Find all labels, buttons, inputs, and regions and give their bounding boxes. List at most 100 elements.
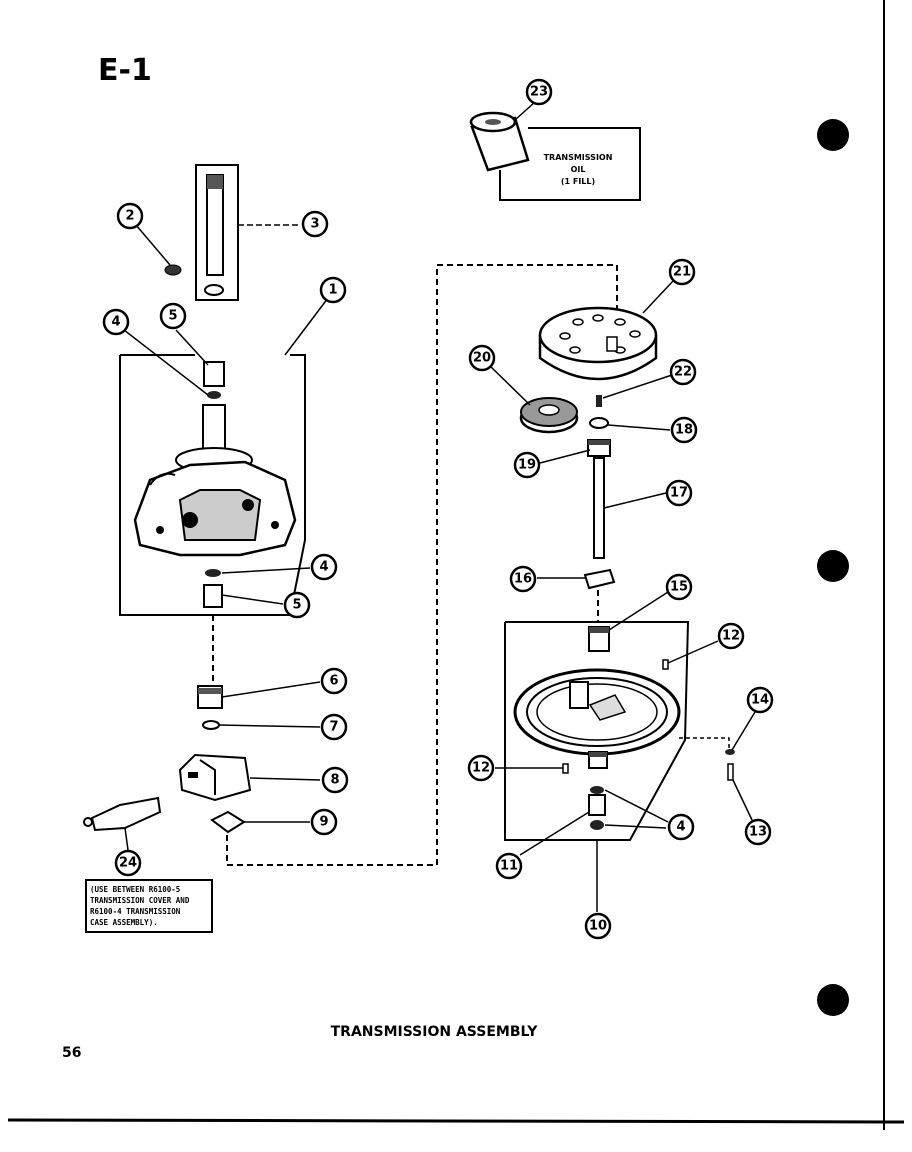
leader-5-top [175,329,209,366]
svg-text:19: 19 [518,458,536,473]
callout-4-top: 4 [102,308,130,336]
svg-text:6: 6 [329,674,338,689]
callout-15: 15 [665,573,693,601]
part-3-washer [204,284,224,296]
part-21-gear-plate [538,306,658,381]
part-13-screw [727,763,734,781]
callout-7: 7 [320,713,348,741]
part-1-transmission-case [133,404,297,557]
svg-text:1: 1 [328,283,337,298]
oil-line-1: TRANSMISSION [544,153,613,162]
note-line-3: R6100-4 TRANSMISSION [90,907,181,916]
leader-18 [607,424,671,431]
callout-5-bottom: 5 [283,591,311,619]
note-line-4: CASE ASSEMBLY). [90,918,158,927]
callout-18: 18 [670,416,698,444]
part-11-bushing [588,794,606,816]
leader-12-upper [667,640,719,664]
callout-3: 3 [301,210,329,238]
callout-9: 9 [310,808,338,836]
leader-17 [603,492,667,509]
part-7-washer [202,720,220,730]
callout-1: 1 [319,276,347,304]
callout-23: 23 [525,78,553,106]
part-4-ring-upper-right [590,786,604,794]
leader-24 [124,827,129,851]
callout-14: 14 [746,686,774,714]
svg-text:11: 11 [500,859,518,874]
part-24-grease-tube [83,796,162,832]
svg-text:21: 21 [673,265,691,280]
part-10-transmission-cover [513,668,681,769]
svg-text:20: 20 [473,351,491,366]
part-8-block [178,753,252,802]
part-16-block [583,568,616,590]
part-10-box [504,621,690,841]
leader-15 [608,591,669,631]
callout-17: 17 [665,479,693,507]
part-5-bearing-bottom [203,584,223,608]
part-2-ring [164,264,182,276]
callout-5-top: 5 [159,302,187,330]
part-4-ring-top [207,391,221,399]
callout-22: 22 [669,358,697,386]
part-3-shaft [206,174,224,276]
svg-text:17: 17 [670,486,688,501]
leader-19 [539,449,591,464]
note-box [85,879,213,933]
note-line-2: TRANSMISSION COVER AND [90,896,190,905]
callout-13: 13 [744,818,772,846]
svg-text:16: 16 [514,572,532,587]
oil-line-3: (1 FILL) [561,177,595,186]
part-4-ring-bottom [205,569,221,577]
svg-text:4: 4 [676,820,685,835]
svg-text:5: 5 [168,309,177,324]
section-label: E-1 [98,53,152,88]
bottom-border [7,1118,905,1124]
svg-text:4: 4 [111,315,120,330]
part-22-pin [596,395,602,407]
svg-text:22: 22 [674,365,692,380]
leader-7 [218,724,321,728]
callout-19: 19 [513,451,541,479]
binder-hole-top [817,119,849,151]
oil-box [499,127,641,201]
part-19-gear [587,439,611,457]
leader-1 [284,297,329,356]
part-5-bearing-top [203,361,225,387]
callout-12-upper: 12 [717,622,745,650]
svg-text:9: 9 [319,815,328,830]
leader-8 [249,777,321,781]
page-number: 56 [62,1045,81,1061]
part-3-shaft-top [207,175,223,189]
part-4-ring-lower-right [590,820,604,830]
note-line-1: (USE BETWEEN R6100-5 [90,885,180,894]
page-title: TRANSMISSION ASSEMBLY [331,1024,539,1040]
leader-20 [488,364,531,406]
leader-4-bottom [221,567,311,574]
svg-text:3: 3 [310,217,319,232]
svg-text:12: 12 [722,629,740,644]
callout-12-lower: 12 [467,754,495,782]
svg-text:13: 13 [749,825,767,840]
part-1-box [119,354,306,616]
svg-text:7: 7 [329,720,338,735]
part-12-pin-upper [662,659,669,670]
part-12-pin-lower [562,763,569,774]
leader-6 [221,681,321,698]
leader-11 [519,811,590,856]
leader-21 [642,279,675,314]
svg-text:12: 12 [472,761,490,776]
leader-4-right-a [604,789,669,823]
callout-4-bottom: 4 [310,553,338,581]
callout-11: 11 [495,852,523,880]
leader-14 [731,711,756,751]
svg-text:2: 2 [125,209,134,224]
part-17-shaft [593,457,605,559]
svg-text:14: 14 [751,693,769,708]
leader-4-right-b [604,824,667,829]
part-20-gear [519,397,579,434]
callout-24: 24 [114,849,142,877]
